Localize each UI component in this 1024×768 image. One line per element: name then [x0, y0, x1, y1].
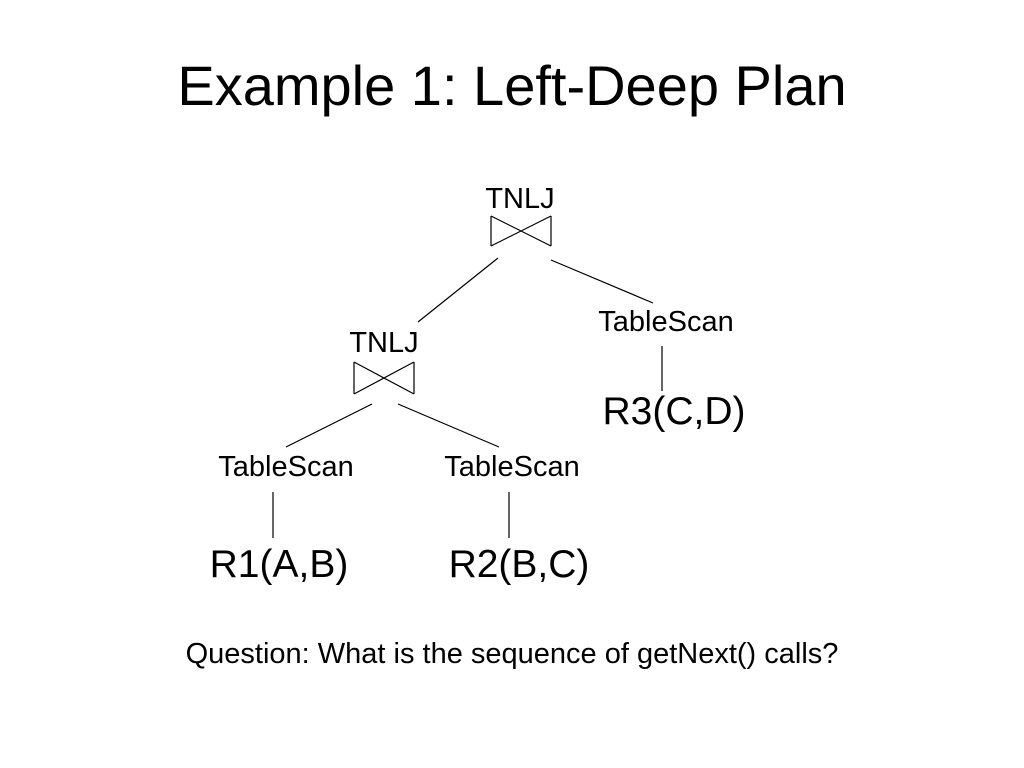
relation-r2: R2(B,C) — [449, 543, 590, 586]
slide-title: Example 1: Left-Deep Plan — [177, 54, 847, 117]
edge-inner-join-to-scan-r1 — [285, 403, 373, 448]
scan-r2-label: TableScan — [444, 451, 579, 483]
edge-root-to-inner-join — [417, 257, 499, 323]
inner-join-label: TNLJ — [349, 327, 418, 359]
inner-bowtie-join-icon — [353, 361, 415, 395]
relation-r1: R1(A,B) — [210, 543, 349, 586]
relation-r3: R3(C,D) — [603, 390, 746, 433]
scan-r3-label: TableScan — [598, 306, 733, 338]
scan-r1-label: TableScan — [218, 451, 353, 483]
edge-inner-join-to-scan-r2 — [397, 403, 500, 448]
question-text: Question: What is the sequence of getNex… — [185, 638, 839, 670]
root-join-label: TNLJ — [485, 183, 554, 215]
root-bowtie-join-icon — [490, 215, 552, 247]
edge-root-to-scan-r3 — [550, 259, 654, 304]
